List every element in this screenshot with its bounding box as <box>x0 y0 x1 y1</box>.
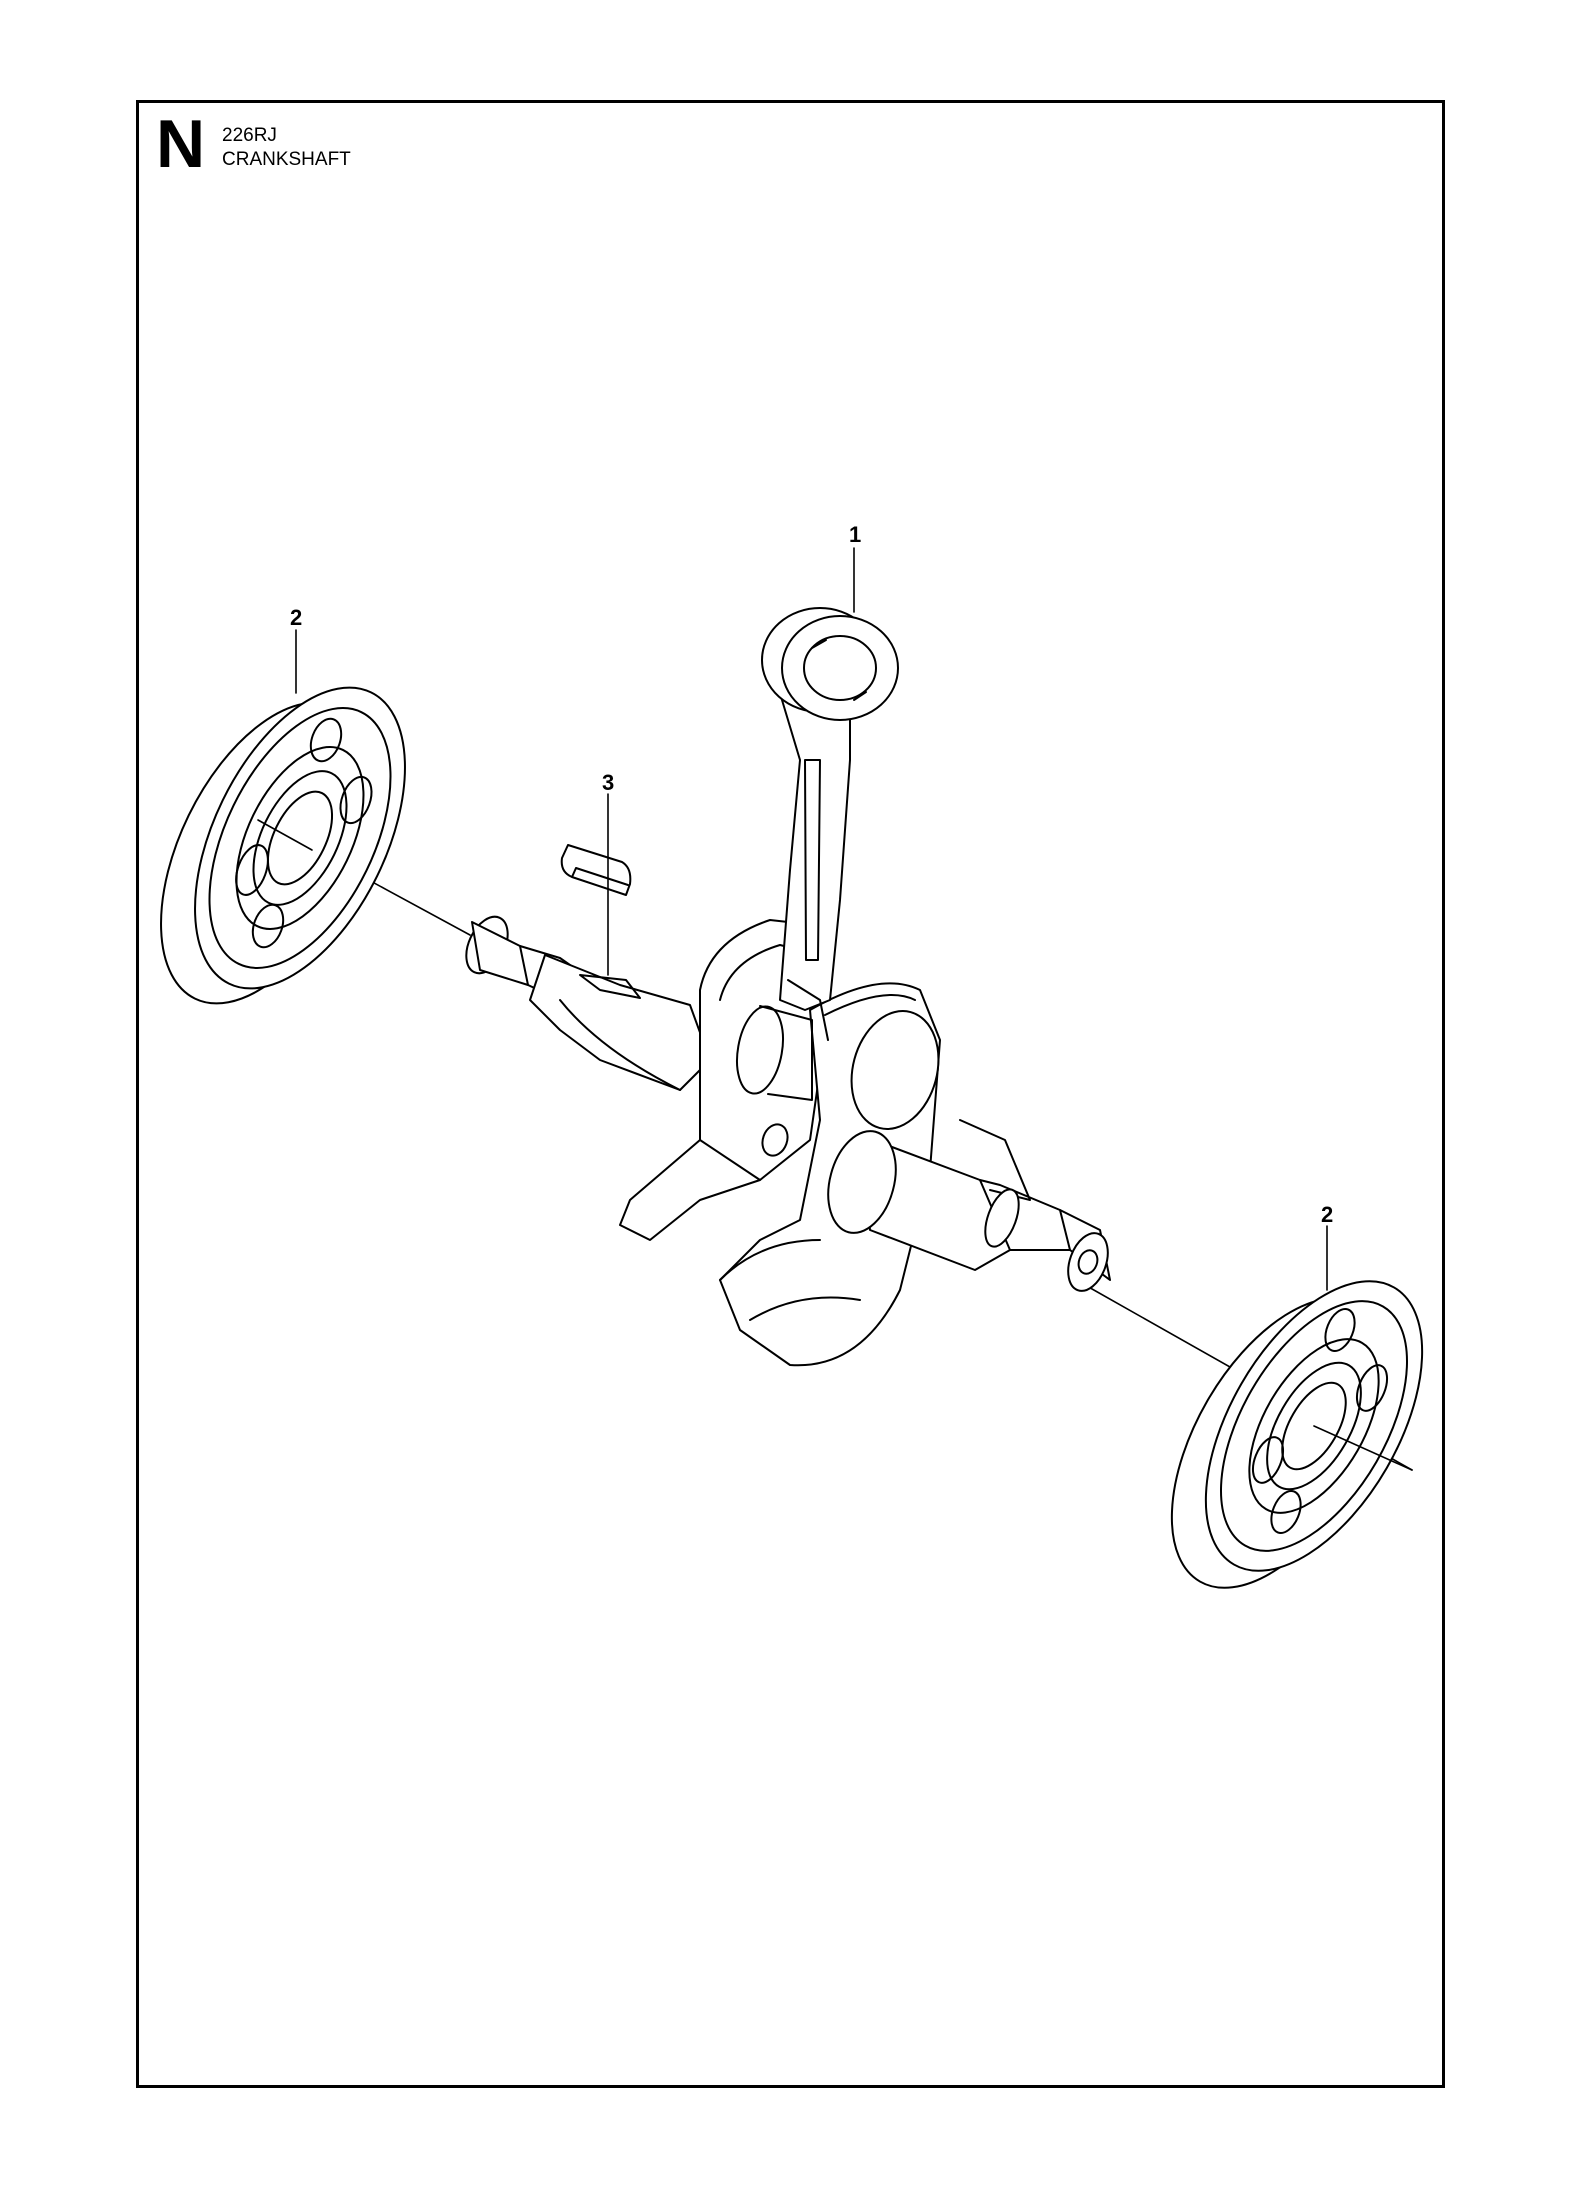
section-letter: N <box>156 106 206 182</box>
callout-3: 3 <box>602 770 614 795</box>
diagram-title: CRANKSHAFT <box>222 149 351 170</box>
woodruff-key <box>560 844 632 896</box>
right-bearing <box>1170 1280 1424 1589</box>
crankshaft-right-shaft <box>827 1119 1111 1292</box>
crankshaft-left-shaft <box>465 915 711 1091</box>
crank-pin <box>736 1005 813 1101</box>
callout-1: 1 <box>849 522 861 547</box>
callout-2-left: 2 <box>290 605 302 630</box>
leader-lines <box>295 547 1328 1291</box>
model-number: 226RJ <box>222 125 277 146</box>
page-frame <box>136 100 1445 2088</box>
connecting-rod <box>761 607 899 1041</box>
callout-2-right: 2 <box>1321 1202 1333 1227</box>
left-bearing <box>160 686 406 1005</box>
